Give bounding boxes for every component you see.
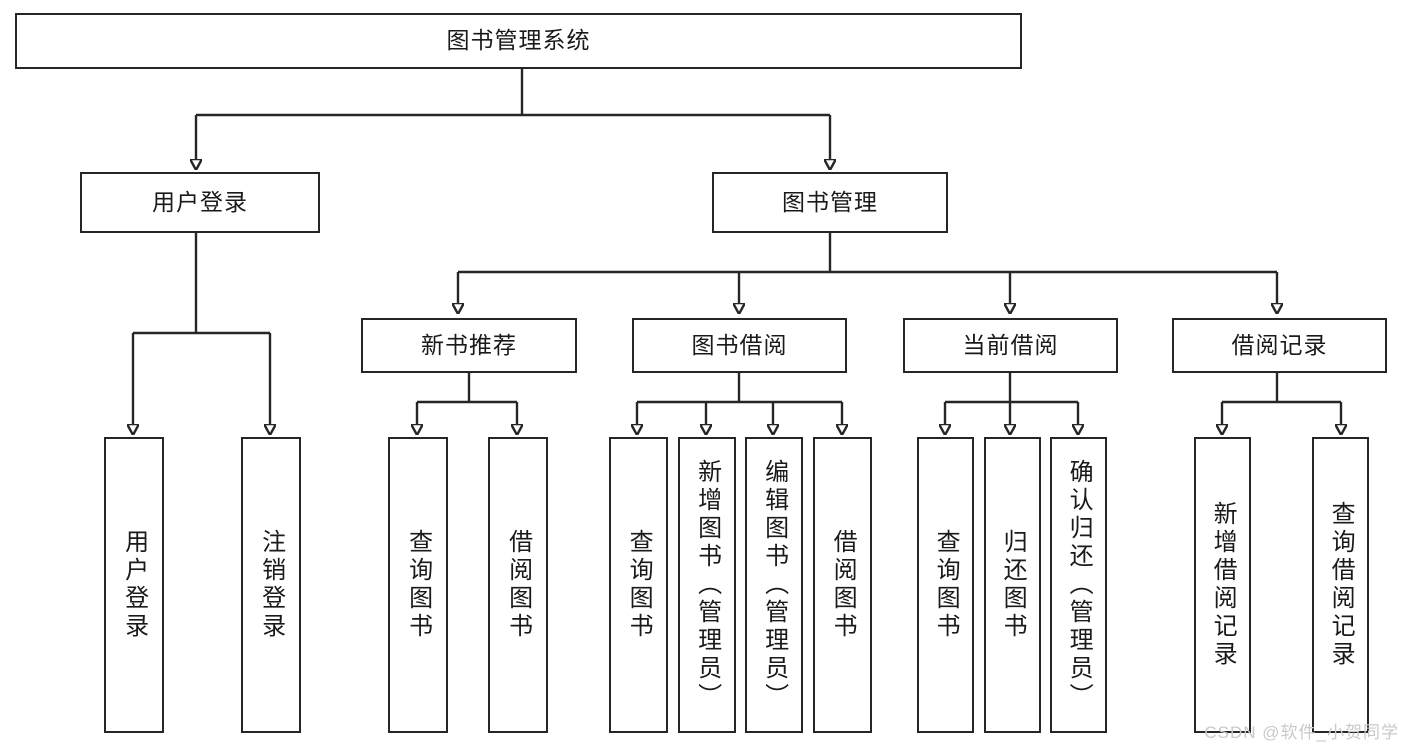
node-current-borrow-label: 当前借阅	[962, 331, 1059, 358]
node-current-borrow[interactable]: 当前借阅	[903, 318, 1118, 373]
node-user-login-label: 用户登录	[152, 188, 248, 215]
node-leaf-query-book-3[interactable]: 查询图书	[917, 437, 974, 733]
node-leaf-borrow-book-1[interactable]: 借阅图书	[488, 437, 548, 733]
node-leaf-confirm-return-label: 确认归还（管理员）	[1065, 459, 1093, 711]
node-leaf-confirm-return[interactable]: 确认归还（管理员）	[1050, 437, 1107, 733]
node-leaf-add-record[interactable]: 新增借阅记录	[1194, 437, 1251, 733]
node-leaf-borrow-book-1-label: 借阅图书	[504, 529, 532, 641]
node-new-book-recommend[interactable]: 新书推荐	[361, 318, 577, 373]
node-leaf-query-record-label: 查询借阅记录	[1327, 501, 1355, 669]
node-book-borrow[interactable]: 图书借阅	[632, 318, 847, 373]
node-borrow-record-label: 借阅记录	[1231, 331, 1328, 358]
node-leaf-query-book-2-label: 查询图书	[625, 529, 653, 641]
node-leaf-user-login-label: 用户登录	[120, 529, 148, 641]
node-leaf-edit-book-label: 编辑图书（管理员）	[760, 459, 788, 711]
node-root-label: 图书管理系统	[446, 27, 591, 54]
node-leaf-add-record-label: 新增借阅记录	[1209, 501, 1237, 669]
node-leaf-query-book-2[interactable]: 查询图书	[609, 437, 668, 733]
node-leaf-user-logout[interactable]: 注销登录	[241, 437, 301, 733]
node-leaf-edit-book[interactable]: 编辑图书（管理员）	[745, 437, 803, 733]
node-leaf-query-record[interactable]: 查询借阅记录	[1312, 437, 1369, 733]
node-leaf-return-book-label: 归还图书	[999, 529, 1027, 641]
node-leaf-borrow-book-2[interactable]: 借阅图书	[813, 437, 872, 733]
node-leaf-user-login[interactable]: 用户登录	[104, 437, 164, 733]
node-user-login[interactable]: 用户登录	[80, 172, 320, 233]
node-leaf-add-book[interactable]: 新增图书（管理员）	[678, 437, 736, 733]
node-borrow-record[interactable]: 借阅记录	[1172, 318, 1387, 373]
node-book-borrow-label: 图书借阅	[691, 331, 788, 358]
node-leaf-borrow-book-2-label: 借阅图书	[829, 529, 857, 641]
node-book-manage-label: 图书管理	[782, 188, 878, 215]
node-book-manage[interactable]: 图书管理	[712, 172, 948, 233]
node-root[interactable]: 图书管理系统	[15, 13, 1022, 69]
node-leaf-user-logout-label: 注销登录	[257, 529, 285, 641]
node-leaf-add-book-label: 新增图书（管理员）	[693, 459, 721, 711]
node-leaf-query-book-1-label: 查询图书	[404, 529, 432, 641]
node-leaf-query-book-1[interactable]: 查询图书	[388, 437, 448, 733]
node-leaf-return-book[interactable]: 归还图书	[984, 437, 1041, 733]
node-new-book-recommend-label: 新书推荐	[421, 331, 517, 358]
node-leaf-query-book-3-label: 查询图书	[932, 529, 960, 641]
